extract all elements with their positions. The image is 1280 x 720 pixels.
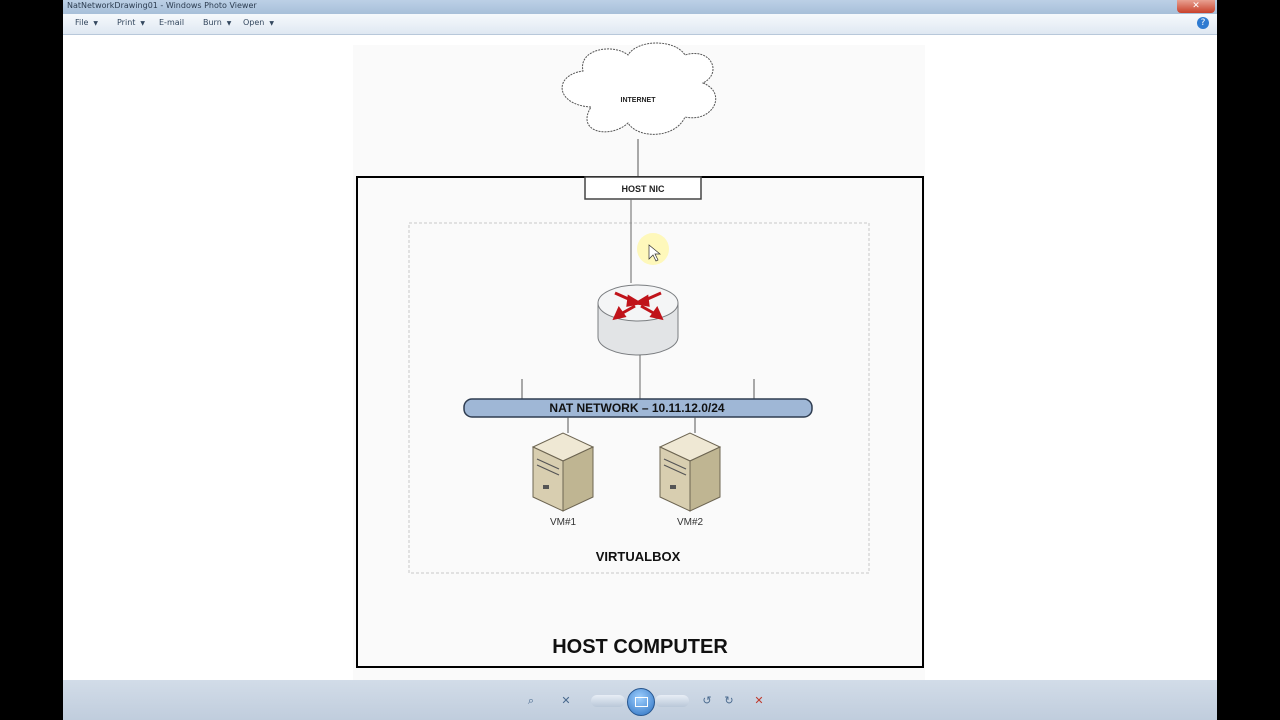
virtualbox-area <box>408 222 870 574</box>
menu-file[interactable]: File▼ <box>75 18 99 27</box>
vm2-server-icon <box>658 432 722 512</box>
window-title: NatNetworkDrawing01 - Windows Photo View… <box>67 1 257 10</box>
zoom-icon[interactable]: ⌕ <box>527 694 535 707</box>
photo-viewer-window: NatNetworkDrawing01 - Windows Photo View… <box>63 0 1217 720</box>
menu-email[interactable]: E-mail <box>159 18 185 27</box>
vm2-label: VM#2 <box>677 517 704 528</box>
delete-button[interactable]: ✕ <box>754 694 764 707</box>
menu-bar: File▼ Print▼ E-mail Burn▼ Open▼ ? <box>63 14 1217 35</box>
vm1-label: VM#1 <box>550 517 577 528</box>
nat-network-label: NAT NETWORK – 10.11.12.0/24 <box>549 401 725 415</box>
chevron-down-icon: ▼ <box>226 20 232 27</box>
nat-network-bar <box>463 398 813 418</box>
slideshow-icon <box>635 697 648 707</box>
title-bar: NatNetworkDrawing01 - Windows Photo View… <box>63 0 1217 14</box>
rotate-clockwise-button[interactable]: ↻ <box>724 694 734 707</box>
previous-button[interactable] <box>591 695 625 707</box>
menu-burn[interactable]: Burn▼ <box>203 18 232 27</box>
cloud-label: INTERNET <box>621 97 657 104</box>
vm1-server-icon <box>531 432 595 512</box>
chevron-down-icon: ▼ <box>140 20 146 27</box>
close-button[interactable]: ✕ <box>1177 0 1215 13</box>
slideshow-button[interactable] <box>627 688 655 716</box>
image-viewport: INTERNET HOST COMPUTER HOST NIC VIRTUALB… <box>63 35 1217 680</box>
network-diagram: INTERNET HOST COMPUTER HOST NIC VIRTUALB… <box>353 42 925 680</box>
viewer-control-bar: ⌕ ✕ ↺ ↻ ✕ <box>63 680 1217 720</box>
help-icon[interactable]: ? <box>1197 17 1209 29</box>
next-button[interactable] <box>655 695 689 707</box>
internet-cloud <box>561 42 717 135</box>
host-nic-box <box>584 176 702 200</box>
menu-open[interactable]: Open▼ <box>243 18 274 27</box>
actual-size-button[interactable]: ✕ <box>561 694 571 707</box>
host-computer-label: HOST COMPUTER <box>552 636 728 658</box>
router-icon <box>597 284 679 356</box>
mouse-cursor-icon <box>648 244 661 262</box>
chevron-down-icon: ▼ <box>93 20 99 27</box>
rotate-counterclockwise-button[interactable]: ↺ <box>702 694 712 707</box>
diagram-page <box>353 45 925 680</box>
virtualbox-label: VIRTUALBOX <box>596 549 681 564</box>
menu-print[interactable]: Print▼ <box>117 18 146 27</box>
chevron-down-icon: ▼ <box>269 20 274 27</box>
host-nic-label: HOST NIC <box>621 184 665 194</box>
